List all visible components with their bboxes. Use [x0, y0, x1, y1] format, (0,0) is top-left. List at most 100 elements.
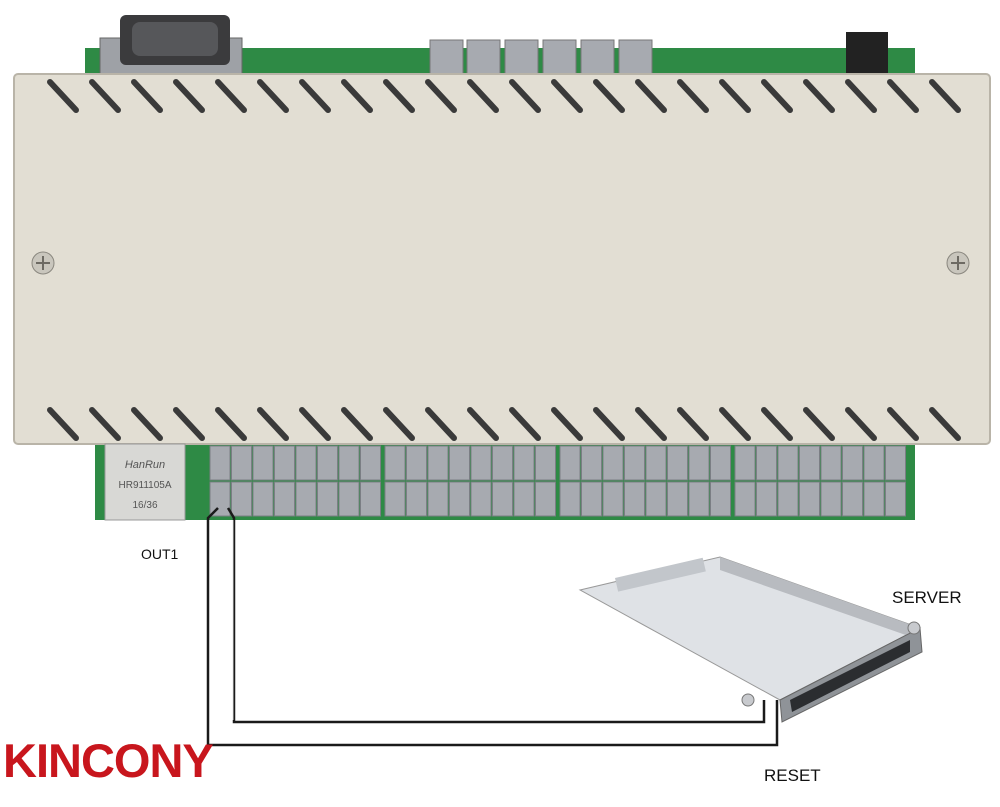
terminal-cell	[777, 445, 799, 481]
terminal-cell	[734, 445, 756, 481]
vent-slot	[47, 407, 79, 441]
terminal-cell	[252, 445, 274, 481]
vent-slot	[299, 79, 331, 113]
server-handle-right	[907, 621, 921, 635]
terminal-cell	[645, 481, 667, 517]
terminal-cell	[492, 445, 513, 481]
ethernet-jack-code: 16/36	[132, 500, 157, 511]
terminal-cell	[688, 445, 710, 481]
terminal-cell	[470, 481, 492, 517]
ethernet-jack-model: HR911105A	[119, 480, 172, 491]
vent-slot	[215, 407, 247, 441]
terminal-cell	[384, 481, 406, 517]
terminal-cell	[667, 445, 688, 481]
vent-slot	[929, 407, 961, 441]
terminal-cell	[710, 445, 731, 481]
terminal-cell	[384, 445, 406, 481]
terminal-cell	[756, 445, 777, 481]
vent-slot	[845, 79, 877, 113]
terminal-cell	[513, 445, 535, 481]
vent-slot	[761, 79, 793, 113]
terminal-cell	[710, 481, 731, 517]
terminal-cell	[338, 445, 360, 481]
terminal-cell	[777, 481, 799, 517]
power-jack	[846, 32, 888, 80]
terminal-cell	[581, 445, 602, 481]
out1-label: OUT1	[141, 546, 179, 562]
reset-wire-outer	[206, 507, 779, 747]
terminal-cell	[820, 445, 842, 481]
terminal-cell	[295, 481, 317, 517]
terminal-cell	[645, 445, 667, 481]
terminal-cell	[885, 481, 906, 517]
terminal-cell	[581, 481, 602, 517]
terminal-cell	[799, 481, 820, 517]
reset-label: RESET	[764, 766, 821, 785]
terminal-cell	[799, 445, 820, 481]
case-screw-left	[31, 251, 55, 275]
terminal-cell	[317, 481, 338, 517]
vent-slot	[887, 407, 919, 441]
terminal-cell	[842, 445, 863, 481]
vent-slot	[677, 79, 709, 113]
terminal-cell	[360, 481, 381, 517]
vent-slot	[467, 407, 499, 441]
vent-slot	[593, 79, 625, 113]
vent-slot	[509, 79, 541, 113]
vent-slot	[887, 79, 919, 113]
vent-slot	[425, 407, 457, 441]
terminal-cell	[602, 445, 624, 481]
vent-slot	[929, 79, 961, 113]
vent-slot	[551, 79, 583, 113]
server-handle-left	[741, 693, 755, 707]
vent-slot	[803, 79, 835, 113]
terminal-cell	[209, 481, 231, 517]
vent-slot	[383, 407, 415, 441]
vent-slot	[551, 407, 583, 441]
db9-connector	[99, 15, 243, 75]
terminal-cell	[624, 445, 645, 481]
vent-slot	[47, 79, 79, 113]
vent-slot	[173, 407, 205, 441]
terminal-cell	[667, 481, 688, 517]
terminal-cell	[338, 481, 360, 517]
terminal-cell	[624, 481, 645, 517]
ethernet-jack: HanRun HR911105A 16/36	[104, 443, 186, 521]
vent-slot	[131, 79, 163, 113]
terminal-cell	[427, 481, 449, 517]
vent-slot	[383, 79, 415, 113]
terminal-cell	[820, 481, 842, 517]
vent-slot	[467, 79, 499, 113]
vent-slot	[173, 79, 205, 113]
vent-slot	[89, 407, 121, 441]
terminal-cell	[756, 481, 777, 517]
case-screw-right	[946, 251, 970, 275]
terminal-cell	[863, 445, 885, 481]
vent-slot	[299, 407, 331, 441]
output-terminal-blocks	[209, 445, 906, 517]
terminal-cell	[295, 445, 317, 481]
ethernet-jack-brand: HanRun	[125, 459, 165, 471]
vent-slot	[593, 407, 625, 441]
terminal-cell	[209, 445, 231, 481]
server-unit	[578, 556, 923, 723]
case-vents	[47, 79, 961, 441]
vent-slot	[215, 79, 247, 113]
reset-wire-inner	[226, 507, 766, 724]
terminal-cell	[317, 445, 338, 481]
vent-slot	[257, 79, 289, 113]
terminal-cell	[406, 481, 427, 517]
controller-case	[13, 73, 991, 445]
vent-slot	[845, 407, 877, 441]
vent-slot	[803, 407, 835, 441]
terminal-cell	[360, 445, 381, 481]
terminal-cell	[602, 481, 624, 517]
vent-slot	[131, 407, 163, 441]
vent-slot	[761, 407, 793, 441]
terminal-cell	[470, 445, 492, 481]
vent-slot	[89, 79, 121, 113]
terminal-cell	[274, 445, 295, 481]
terminal-cell	[842, 481, 863, 517]
terminal-cell	[559, 445, 581, 481]
